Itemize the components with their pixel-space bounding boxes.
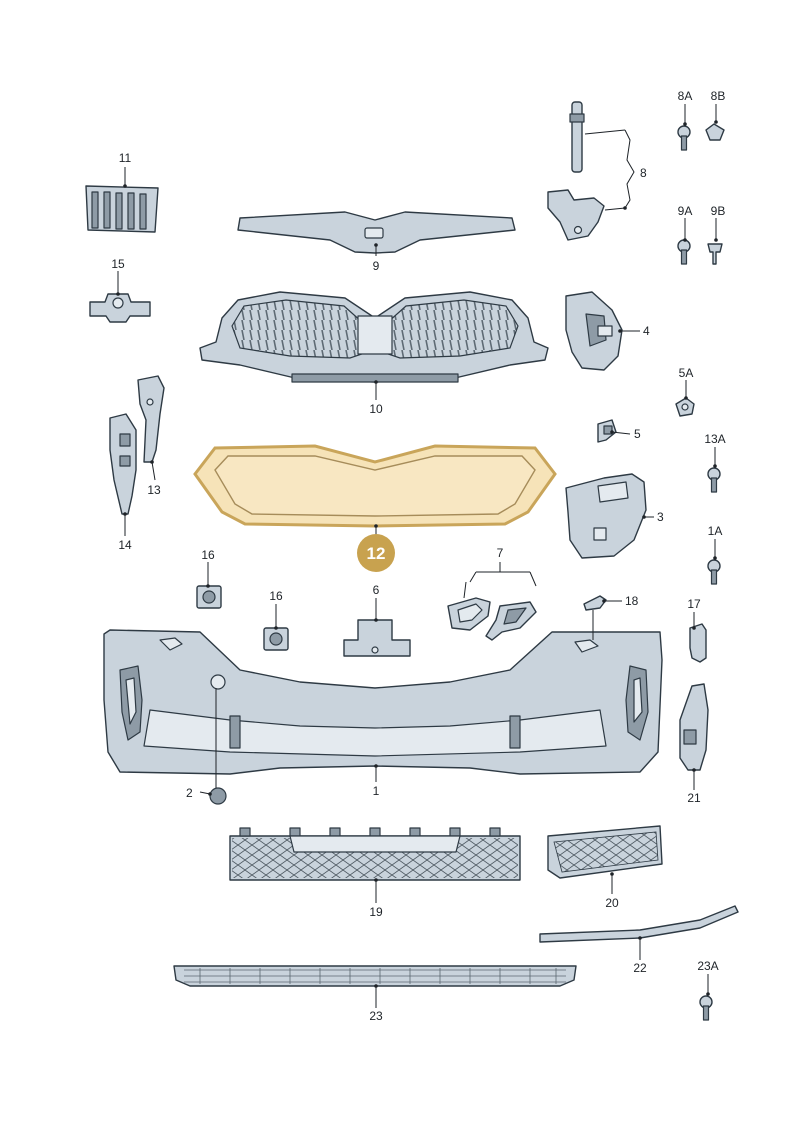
label-3: 3 — [657, 510, 664, 524]
part-4 — [565, 291, 623, 371]
part-13 — [137, 375, 165, 463]
part-16-right — [263, 627, 289, 651]
part-23 — [173, 965, 577, 987]
label-9a: 9A — [678, 204, 693, 218]
label-6: 6 — [373, 583, 380, 597]
label-14: 14 — [118, 538, 132, 552]
label-7: 7 — [497, 546, 504, 560]
label-5: 5 — [634, 427, 641, 441]
part-19 — [229, 827, 521, 881]
label-13a: 13A — [704, 432, 725, 446]
part-8 — [547, 101, 605, 241]
badge-12: 12 — [357, 534, 395, 572]
part-6 — [343, 619, 411, 657]
part-9 — [237, 211, 516, 254]
part-14 — [109, 413, 137, 515]
fastener-13a — [707, 467, 721, 493]
label-9b: 9B — [711, 204, 726, 218]
part-17 — [689, 623, 707, 663]
fastener-1a — [707, 559, 721, 585]
fastener-9a — [677, 239, 691, 265]
label-8a: 8A — [678, 89, 693, 103]
label-8b: 8B — [711, 89, 726, 103]
part-7-frame — [447, 597, 491, 631]
label-15: 15 — [111, 257, 125, 271]
label-19: 19 — [369, 905, 383, 919]
badge-12-label: 12 — [367, 544, 386, 563]
leader-lines — [117, 104, 717, 1008]
label-13: 13 — [147, 483, 161, 497]
label-2: 2 — [186, 786, 193, 800]
fastener-8b — [705, 123, 725, 141]
part-11 — [85, 185, 159, 233]
part-15 — [89, 293, 151, 323]
part-5 — [597, 419, 617, 443]
label-20: 20 — [605, 896, 619, 910]
label-21: 21 — [687, 791, 701, 805]
part-21 — [679, 683, 709, 771]
label-5a: 5A — [679, 366, 694, 380]
label-17: 17 — [687, 597, 701, 611]
fastener-9b — [707, 243, 723, 265]
part-18 — [583, 595, 607, 611]
label-22: 22 — [633, 961, 647, 975]
fastener-8a — [677, 125, 691, 151]
label-9: 9 — [373, 259, 380, 273]
part-10 — [199, 291, 549, 383]
label-16-right: 16 — [269, 589, 283, 603]
label-18: 18 — [625, 594, 639, 608]
label-11: 11 — [119, 151, 132, 165]
label-10: 10 — [369, 402, 383, 416]
leader-dots — [116, 120, 718, 996]
part-1-bumper — [103, 629, 663, 775]
part-16-left — [196, 585, 222, 609]
label-16-left: 16 — [201, 548, 215, 562]
part-7-lamp — [485, 601, 537, 641]
part-2 — [209, 787, 227, 805]
label-4: 4 — [643, 324, 650, 338]
fastener-23a — [699, 995, 713, 1021]
part-3 — [565, 473, 647, 559]
label-1a: 1A — [708, 524, 723, 538]
label-1: 1 — [373, 784, 380, 798]
part-22 — [539, 905, 739, 943]
part-20 — [547, 825, 663, 879]
label-23a: 23A — [697, 959, 718, 973]
callout-labels: 11 15 9 10 4 5 3 8 8A 8B 9A 9B 5A 13A 1A… — [111, 89, 725, 1023]
fastener-5a — [675, 397, 695, 417]
label-8: 8 — [640, 166, 647, 180]
part-12-highlight — [193, 444, 557, 528]
label-23: 23 — [369, 1009, 383, 1023]
